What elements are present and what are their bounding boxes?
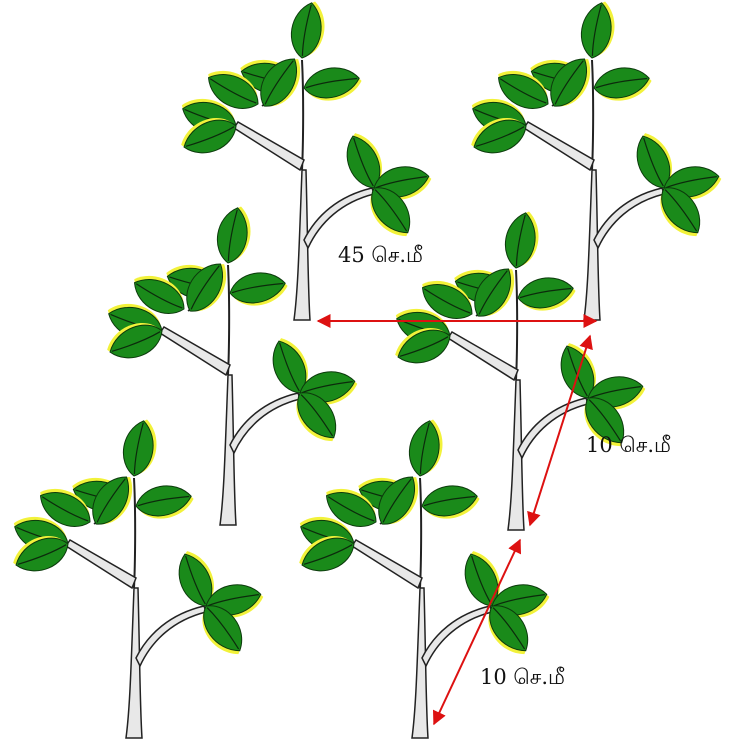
plant-spacing-lower-label: 10 செ.மீ (480, 665, 566, 689)
plant-spacing-upper-label: 10 செ.மீ (586, 433, 672, 457)
plant-middle-right (390, 208, 648, 530)
row-spacing-label: 45 செ.மீ (338, 243, 424, 267)
plant-middle-left (102, 203, 360, 525)
plant-spacing-lower-arrow (432, 538, 522, 726)
plant-spacing-upper-arrow (527, 334, 593, 527)
